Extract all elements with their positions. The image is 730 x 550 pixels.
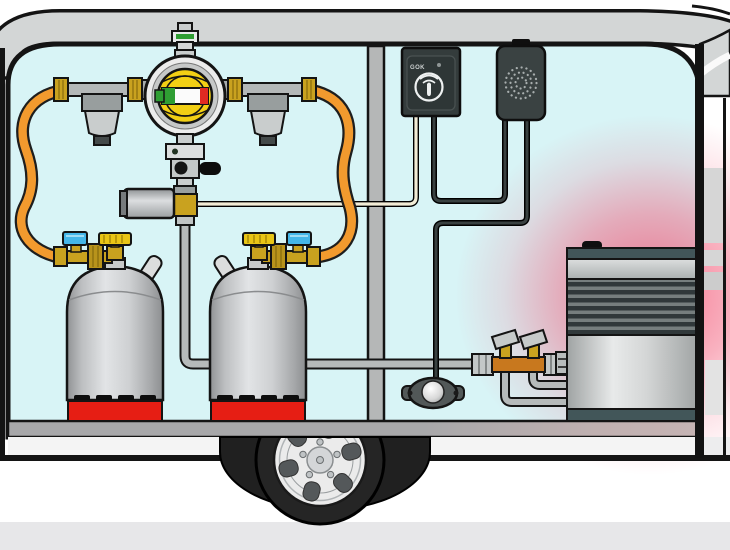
indicator-red xyxy=(200,88,208,104)
bottle-valve-right xyxy=(242,231,321,270)
control-panel: GOK xyxy=(400,46,462,118)
consumer-pipe-upper xyxy=(528,370,578,390)
control-cable xyxy=(197,116,419,207)
knurl-lines xyxy=(103,235,123,243)
hose-nut xyxy=(306,246,321,267)
wheel xyxy=(219,436,431,526)
panel-led xyxy=(437,63,441,67)
gas-bottle-right xyxy=(208,255,308,422)
wall-block xyxy=(704,272,723,290)
shutoff-valve-handle xyxy=(518,328,549,351)
high-pressure-hose-right xyxy=(303,83,359,264)
floor xyxy=(6,419,702,439)
brass-tee xyxy=(172,193,198,217)
skirt-front xyxy=(704,437,730,457)
lug-nuts xyxy=(299,438,341,479)
front-edge-line xyxy=(723,98,726,457)
panel-wire xyxy=(431,116,508,204)
speaker-grille xyxy=(504,66,538,100)
wall-block xyxy=(705,360,726,415)
knurled-nut xyxy=(270,243,287,270)
valve-body xyxy=(250,245,268,261)
blue-handwheel xyxy=(286,231,312,246)
caravan-roof xyxy=(0,4,730,98)
touch-icon xyxy=(414,72,444,102)
rim-ring-inner xyxy=(286,438,354,494)
interior-right-frame xyxy=(695,44,704,458)
bottle-base xyxy=(67,395,163,422)
brass-nuts xyxy=(53,77,317,102)
rim-ring xyxy=(278,438,362,502)
yellow-handwheel xyxy=(242,232,276,246)
roof-band xyxy=(0,12,730,77)
bottle-valve-left xyxy=(53,231,132,270)
ground xyxy=(0,522,730,550)
consumer-pipe-lower xyxy=(500,370,578,407)
front-wall-details xyxy=(704,98,726,457)
inline-filter-cylinder xyxy=(122,187,176,220)
shutoff-valve-handle xyxy=(490,328,521,351)
indicator-green xyxy=(162,88,175,104)
compression-fitting-left xyxy=(471,353,494,376)
crash-sensor-regulator xyxy=(119,133,221,226)
changeover-valve xyxy=(143,54,227,138)
heater-upper-band xyxy=(566,258,700,280)
indicator-tab xyxy=(154,89,165,103)
bottle-base xyxy=(210,395,306,422)
wall-block xyxy=(704,168,723,243)
knurled-nut xyxy=(87,243,104,270)
wall-block xyxy=(704,250,723,266)
rear-wall-line xyxy=(0,48,5,457)
bottle-body xyxy=(208,264,308,402)
valve-top-stem xyxy=(171,22,199,59)
hose-nut xyxy=(53,246,68,267)
heater-base xyxy=(566,408,700,422)
blue-handwheel xyxy=(62,231,88,246)
reset-knob xyxy=(199,162,221,175)
sensor-wire xyxy=(433,118,530,381)
heater-top-strip xyxy=(566,247,700,260)
heater xyxy=(555,241,700,422)
valve-body xyxy=(106,245,124,261)
knurl-lines xyxy=(247,235,267,243)
rim-spoke-slots xyxy=(278,438,362,502)
sensor-dome xyxy=(421,380,445,404)
changeover-valve-assembly xyxy=(53,22,317,226)
gas-filter-left xyxy=(81,93,123,146)
heater-louvers xyxy=(566,278,700,336)
high-pressure-hose-left xyxy=(14,83,71,265)
bottle-body xyxy=(65,264,165,402)
gas-leak-sensor xyxy=(401,376,465,410)
heater-lower-body xyxy=(566,334,700,410)
alarm-panel xyxy=(495,39,547,122)
roof-top-trim-line xyxy=(691,4,730,16)
manifold-block xyxy=(491,356,546,373)
gas-filter-right xyxy=(247,93,289,146)
panel-logo: GOK xyxy=(410,65,425,71)
yellow-handwheel xyxy=(98,232,132,246)
gas-bottle-left xyxy=(65,255,165,422)
